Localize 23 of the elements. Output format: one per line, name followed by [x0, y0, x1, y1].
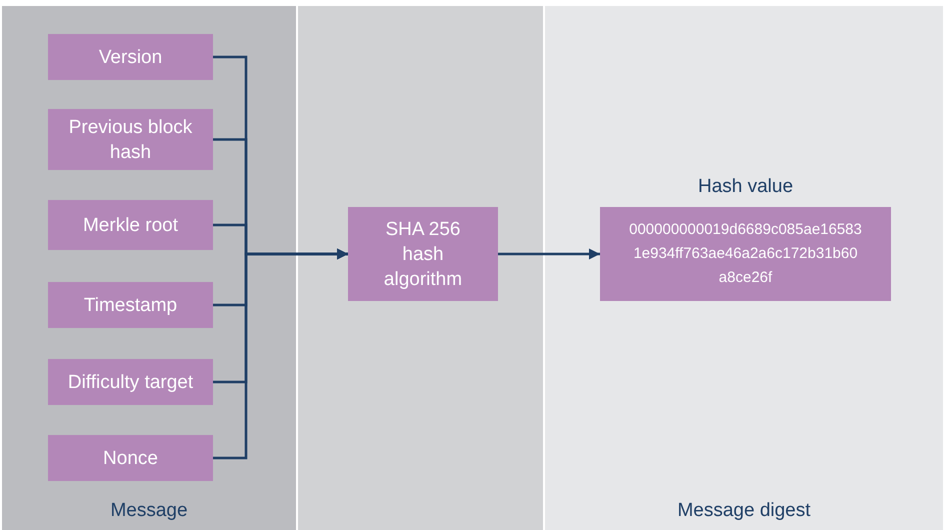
column-band — [545, 6, 943, 530]
process-box — [48, 200, 213, 250]
hash-text: 000000000019d6689c085ae16583 1e934ff763ae46a2a6c172b31b60 a8ce26f — [628, 220, 863, 288]
box-label: SHA 256 hash algorithm — [382, 218, 464, 292]
column-title: Message digest — [676, 500, 812, 522]
box-label: Merkle root — [82, 214, 178, 238]
process-box — [48, 109, 213, 170]
column-band — [2, 6, 296, 530]
box-label: Timestamp — [84, 294, 178, 318]
arrow — [498, 248, 600, 260]
box-label: Previous block hash — [68, 116, 194, 164]
column-band — [298, 6, 543, 530]
arrow — [213, 248, 348, 460]
process-box — [48, 359, 213, 405]
box-label: Nonce — [103, 446, 158, 470]
box-heading: Hash value — [696, 176, 794, 198]
column-title: Message — [109, 500, 189, 522]
box-label: Version — [98, 46, 162, 70]
process-box — [48, 282, 213, 328]
process-box — [48, 34, 213, 80]
process-box — [48, 435, 213, 481]
box-label: Difficulty target — [68, 370, 194, 394]
process-box — [348, 207, 498, 301]
